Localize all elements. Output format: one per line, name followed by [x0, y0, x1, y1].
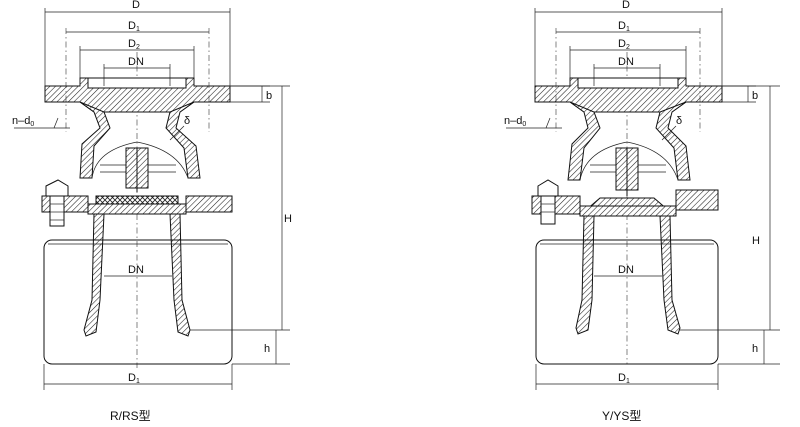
- left-caption: R/RS型: [110, 409, 151, 423]
- right-label-nd0: n–d0: [504, 115, 526, 128]
- left-label-H: H: [284, 213, 292, 225]
- left-label-delta: δ: [184, 115, 190, 127]
- left-body-wall-left: [79, 101, 111, 179]
- left-flange-bore: [87, 77, 187, 89]
- right-label-D2: D2: [618, 38, 630, 51]
- left-label-D2: D2: [128, 38, 140, 51]
- left-label-h: h: [264, 343, 270, 355]
- left-label-D1: D1: [128, 20, 140, 33]
- left-tank-outline: [43, 239, 233, 365]
- right-bottom-flange-r: [675, 189, 719, 211]
- right-flange-bore: [577, 77, 679, 89]
- left-label-D1-bottom: D1: [128, 372, 140, 385]
- right-tank-outline: [535, 239, 719, 365]
- right-label-h: h: [752, 343, 758, 355]
- left-pipe-wall-left: [83, 213, 105, 337]
- right-bonnet: [579, 141, 679, 181]
- left-label-DN-top: DN: [128, 56, 144, 68]
- left-seat-ring: [87, 203, 187, 215]
- left-bonnet: [91, 141, 189, 179]
- right-pipe-wall-right: [659, 215, 681, 335]
- left-bottom-flange-l: [41, 195, 89, 213]
- left-label-nd0: n–d0: [12, 115, 34, 128]
- left-label-DN-mid: DN: [128, 264, 144, 276]
- left-label-b: b: [266, 90, 272, 102]
- right-bolt: [537, 179, 559, 225]
- right-label-b: b: [752, 90, 758, 102]
- right-label-D1: D1: [618, 20, 630, 33]
- right-label-DN-mid: DN: [618, 264, 634, 276]
- left-bolt: [45, 179, 69, 227]
- right-bottom-flange-l: [531, 195, 581, 215]
- right-view: D D1 D2 DN b n–d0 δ H DN h D1 Y/YS型: [504, 0, 780, 423]
- right-label-H: H: [752, 235, 760, 247]
- right-pipe-wall-left: [575, 215, 595, 335]
- right-label-D: D: [622, 0, 630, 11]
- right-caption: Y/YS型: [602, 409, 641, 423]
- left-body-wall-right: [165, 101, 201, 179]
- left-bottom-flange-r: [185, 195, 233, 213]
- right-seat-ring: [579, 205, 677, 217]
- left-pipe-wall-right: [169, 213, 191, 337]
- left-view: D D1 D2 DN b n–d0 δ H DN h D1 R/RS型: [12, 0, 292, 423]
- right-label-DN-top: DN: [618, 56, 634, 68]
- right-body-wall-right: [655, 101, 691, 181]
- right-label-delta: δ: [676, 115, 682, 127]
- right-label-D1-bottom: D1: [618, 372, 630, 385]
- right-body-wall-left: [567, 101, 601, 181]
- left-label-D: D: [132, 0, 140, 11]
